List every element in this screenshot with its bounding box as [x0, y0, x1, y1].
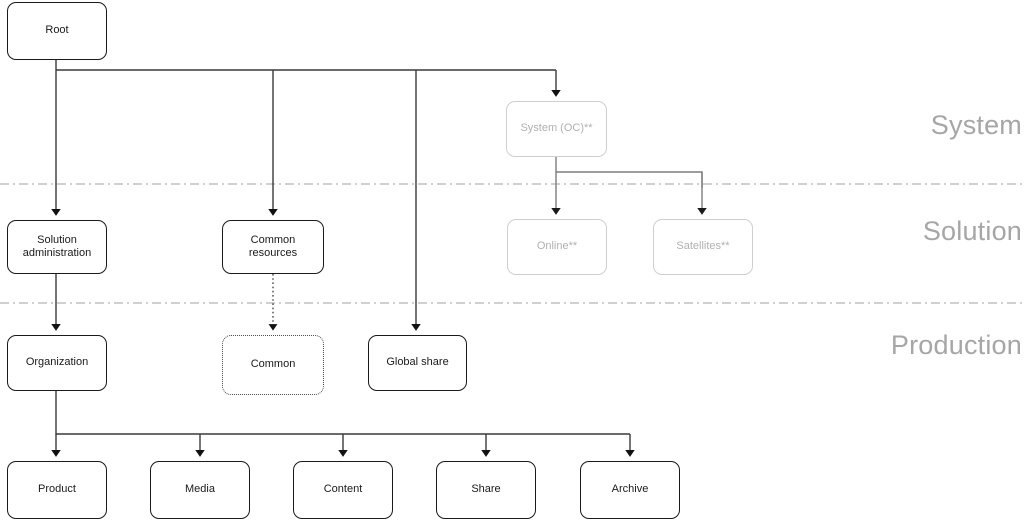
node-common-label: Common — [250, 358, 296, 371]
node-global-share-label: Global share — [386, 356, 449, 369]
node-product-label: Product — [38, 483, 76, 496]
band-label-system: System — [930, 110, 1022, 140]
edge-root-bus — [55, 60, 556, 71]
node-root[interactable]: Root — [7, 2, 107, 60]
node-product[interactable]: Product — [7, 461, 107, 519]
node-organization[interactable]: Organization — [7, 335, 107, 391]
node-content-label: Content — [323, 483, 363, 496]
node-system-oc-label: System (OC)** — [520, 122, 593, 135]
node-satellites[interactable]: Satellites** — [653, 219, 753, 275]
node-content[interactable]: Content — [293, 461, 393, 519]
node-common[interactable]: Common — [222, 335, 324, 395]
node-solution-administration[interactable]: Solution administration — [7, 220, 107, 274]
node-online[interactable]: Online** — [507, 219, 607, 275]
edge-system-oc-bus — [555, 157, 703, 188]
node-root-label: Root — [45, 24, 69, 37]
node-media-label: Media — [185, 483, 215, 496]
node-common-resources[interactable]: Common resources — [222, 220, 324, 274]
node-share-label: Share — [471, 483, 501, 496]
band-label-production: Production — [890, 330, 1022, 360]
node-media[interactable]: Media — [150, 461, 250, 519]
band-label-solution: Solution — [922, 216, 1022, 246]
node-archive[interactable]: Archive — [580, 461, 680, 519]
node-solution-administration-label: Solution administration — [22, 233, 92, 259]
edge-organization-bus — [55, 391, 630, 435]
node-satellites-label: Satellites** — [676, 240, 730, 253]
node-online-label: Online** — [536, 240, 578, 253]
node-organization-label: Organization — [25, 356, 89, 369]
node-share[interactable]: Share — [436, 461, 536, 519]
node-common-resources-label: Common resources — [248, 233, 298, 259]
node-system-oc[interactable]: System (OC)** — [506, 101, 607, 157]
node-global-share[interactable]: Global share — [368, 335, 467, 391]
node-archive-label: Archive — [611, 483, 649, 496]
